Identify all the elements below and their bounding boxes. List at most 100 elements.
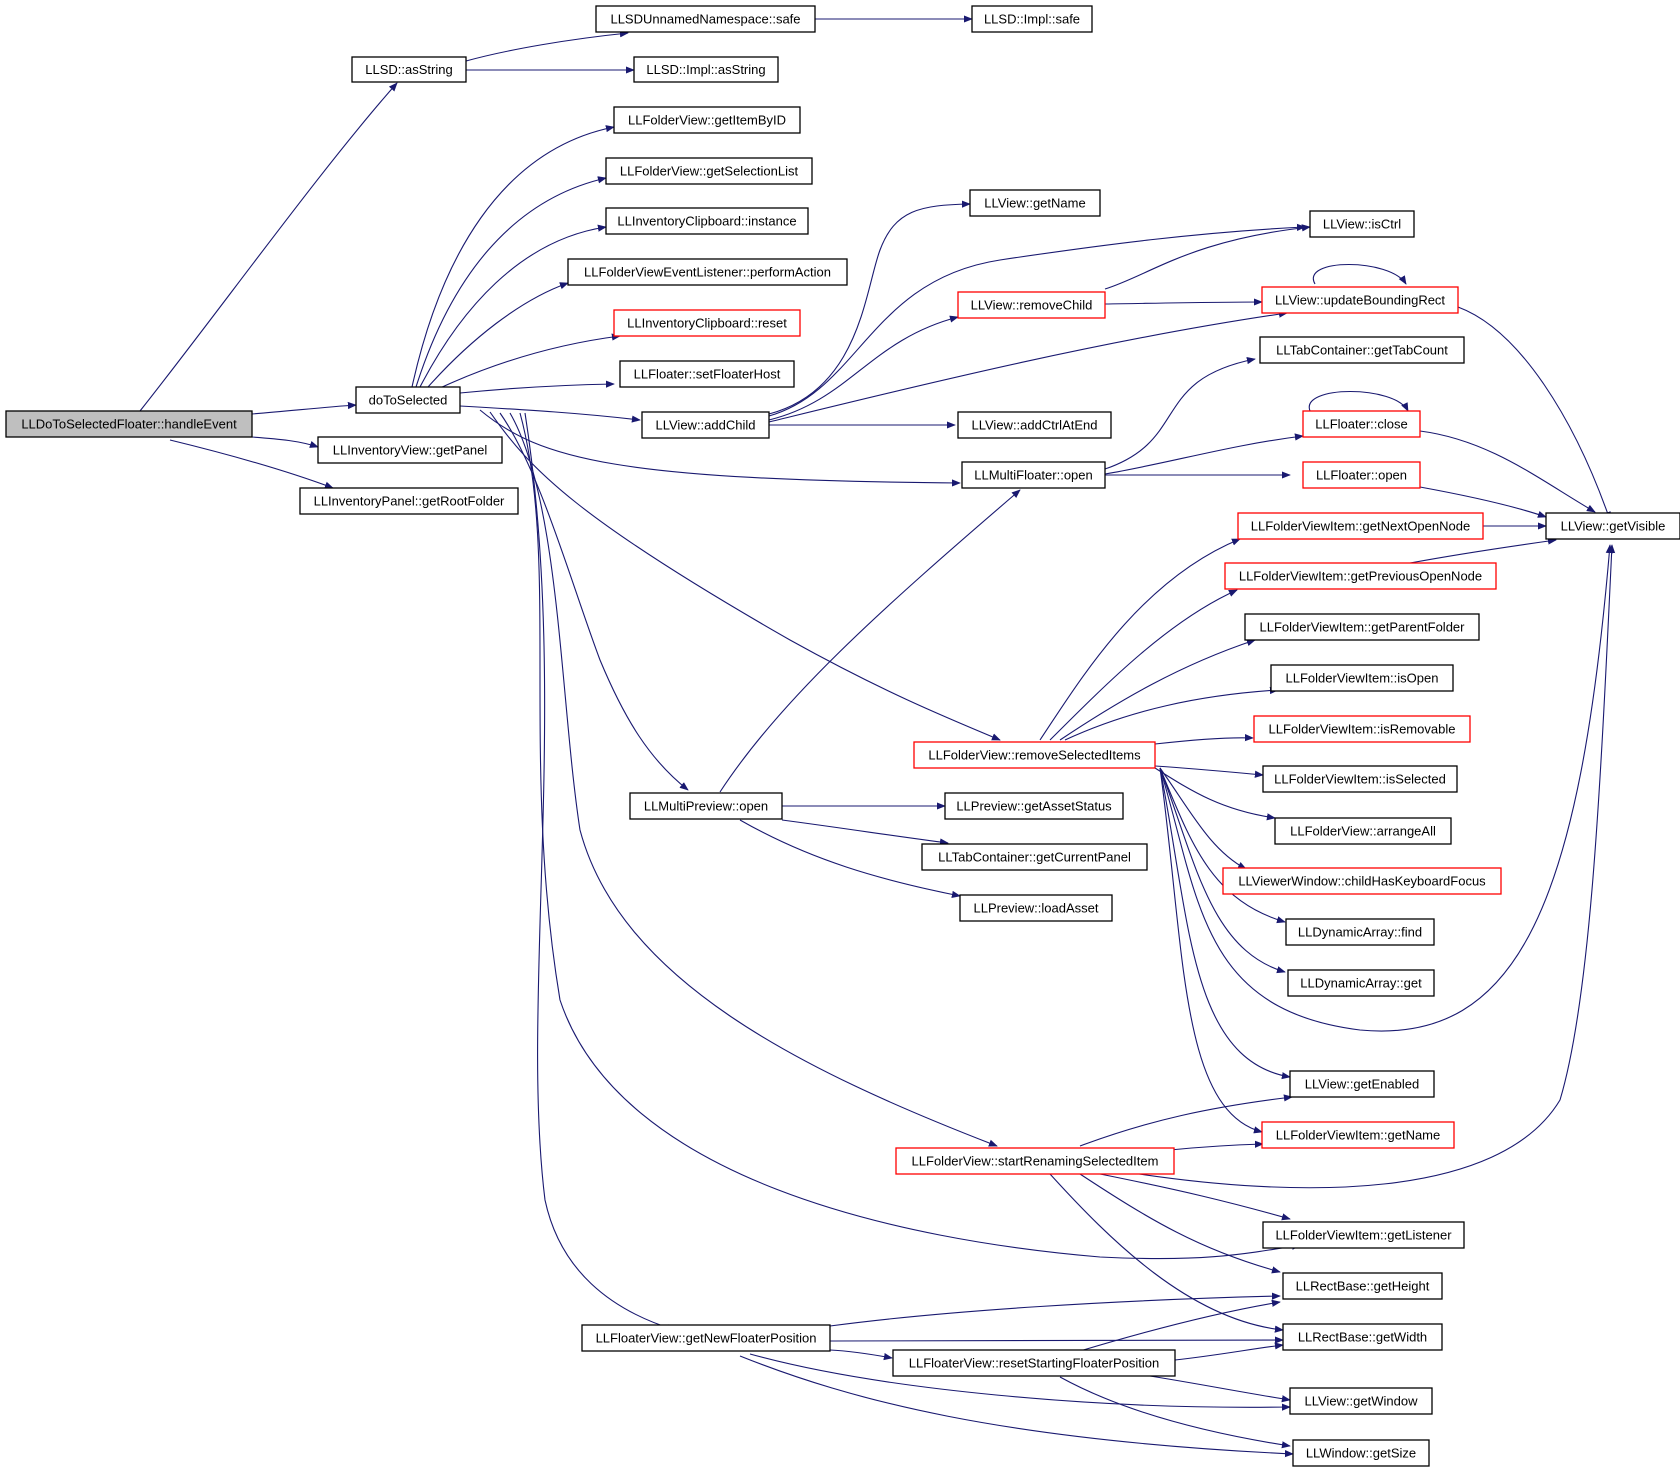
node-getRootFolder: LLInventoryPanel::getRootFolder (299, 487, 519, 515)
node-box (581, 1324, 831, 1352)
node-box (961, 461, 1106, 489)
node-label: LLInventoryClipboard::instance (617, 213, 796, 228)
node-removeSelectedItems: LLFolderView::removeSelectedItems (913, 741, 1156, 769)
node-box (1282, 1323, 1443, 1351)
edge (1159, 767, 1247, 870)
edge (459, 405, 641, 423)
edge (1039, 538, 1241, 741)
node-label: LLFloater::open (1316, 467, 1407, 482)
node-addCtrlAtEnd: LLView::addCtrlAtEnd (957, 411, 1112, 439)
node-multiPreviewOpen: LLMultiPreview::open (629, 792, 783, 820)
node-startRenaming: LLFolderView::startRenamingSelectedItem (895, 1147, 1175, 1175)
node-label: LLMultiPreview::open (644, 798, 768, 813)
edge (1079, 1094, 1293, 1147)
edge (479, 409, 961, 487)
node-box (5, 410, 253, 438)
edge (749, 1353, 1291, 1411)
edge (1059, 1376, 1291, 1449)
node-getSize: LLWindow::getSize (1292, 1439, 1430, 1467)
node-label: LLFloater::close (1315, 416, 1408, 431)
node-label: LLFloater::setFloaterHost (634, 366, 781, 381)
node-itemGetName: LLFolderViewItem::getName (1261, 1121, 1455, 1149)
node-label: LLSDUnnamedNamespace::safe (610, 11, 800, 26)
edge (427, 282, 569, 388)
node-box (1237, 512, 1484, 540)
edge (1119, 544, 1616, 1189)
edge (768, 223, 1306, 417)
edge (1099, 1173, 1291, 1221)
node-label: LLFloaterView::resetStartingFloaterPosit… (909, 1355, 1160, 1370)
node-label: LLFolderView::removeSelectedItems (928, 747, 1141, 762)
edge (1159, 767, 1291, 1080)
node-label: LLTabContainer::getTabCount (1276, 342, 1448, 357)
node-performAction: LLFolderViewEventListener::performAction (567, 258, 848, 286)
node-getNextOpenNode: LLFolderViewItem::getNextOpenNode (1237, 512, 1484, 540)
node-getWindow: LLView::getWindow (1289, 1387, 1433, 1415)
node-box (605, 207, 809, 235)
node-clipInstance: LLInventoryClipboard::instance (605, 207, 809, 235)
call-nodes: LLDoToSelectedFloater::handleEventLLSD::… (5, 5, 1680, 1467)
node-multiFloaterOpen: LLMultiFloater::open (961, 461, 1106, 489)
node-box (944, 792, 1124, 820)
node-isSelected: LLFolderViewItem::isSelected (1262, 765, 1458, 793)
node-label: LLView::getWindow (1305, 1393, 1419, 1408)
node-label: LLFolderViewItem::isRemovable (1269, 721, 1456, 736)
node-getAssetStatus: LLPreview::getAssetStatus (944, 792, 1124, 820)
node-box (1287, 969, 1435, 997)
node-label: doToSelected (369, 392, 448, 407)
node-label: LLMultiFloater::open (974, 467, 1093, 482)
edge (509, 412, 998, 1147)
edge (829, 1292, 1281, 1327)
node-label: LLInventoryView::getPanel (333, 442, 488, 457)
node-label: LLView::getName (984, 195, 1085, 210)
node-label: LLFolderViewItem::getNextOpenNode (1251, 518, 1470, 533)
node-box (1289, 1387, 1433, 1415)
node-label: LLFolderViewItem::getListener (1275, 1227, 1452, 1242)
node-label: LLInventoryPanel::getRootFolder (314, 493, 505, 508)
node-label: LLFolderView::arrangeAll (1290, 823, 1436, 838)
node-getPanel: LLInventoryView::getPanel (317, 436, 503, 464)
node-box (1545, 512, 1680, 540)
edge (251, 436, 319, 448)
node-label: LLFolderViewItem::getPreviousOpenNode (1239, 568, 1482, 583)
edge (524, 412, 676, 1332)
node-dynGet: LLDynamicArray::get (1287, 969, 1435, 997)
node-resetStartingPos: LLFloaterView::resetStartingFloaterPosit… (892, 1349, 1176, 1377)
edge (1154, 767, 1276, 821)
node-box (1289, 1070, 1435, 1098)
node-box (567, 258, 848, 286)
node-box (1274, 817, 1452, 845)
edge (1154, 734, 1254, 745)
node-label: LLPreview::getAssetStatus (956, 798, 1112, 813)
node-box (641, 411, 770, 439)
node-label: LLView::addChild (656, 417, 756, 432)
node-label: LLFolderView::getItemByID (628, 112, 786, 127)
node-box (1253, 715, 1471, 743)
node-label: LLDynamicArray::find (1298, 924, 1422, 939)
edge (251, 401, 357, 415)
node-getItemByID: LLFolderView::getItemByID (613, 106, 801, 134)
node-box (957, 291, 1106, 319)
edge (1308, 391, 1409, 412)
node-label: LLFolderViewEventListener::performAction (584, 264, 831, 279)
edge (1159, 767, 1286, 974)
node-implSafe: LLSD::Impl::safe (971, 5, 1093, 33)
node-floaterOpen: LLFloater::open (1302, 461, 1421, 489)
node-updateBoundingRect: LLView::updateBoundingRect (1261, 286, 1459, 314)
edge (1104, 433, 1304, 475)
node-box (913, 741, 1156, 769)
node-loadAsset: LLPreview::loadAsset (959, 894, 1113, 922)
node-label: LLFolderView::startRenamingSelectedItem (912, 1153, 1159, 1168)
node-label: LLView::removeChild (971, 297, 1093, 312)
node-getVisible: LLView::getVisible (1545, 512, 1680, 540)
node-box (355, 386, 461, 414)
node-arrangeAll: LLFolderView::arrangeAll (1274, 817, 1452, 845)
node-label: LLView::updateBoundingRect (1275, 292, 1445, 307)
edge (768, 200, 971, 415)
node-doToSelected: doToSelected (355, 386, 461, 414)
node-label: LLWindow::getSize (1306, 1445, 1416, 1460)
node-label: LLFloaterView::getNewFloaterPosition (596, 1330, 817, 1345)
edge (1154, 765, 1264, 778)
node-label: LLInventoryClipboard::reset (627, 315, 787, 330)
edge (1049, 589, 1238, 741)
